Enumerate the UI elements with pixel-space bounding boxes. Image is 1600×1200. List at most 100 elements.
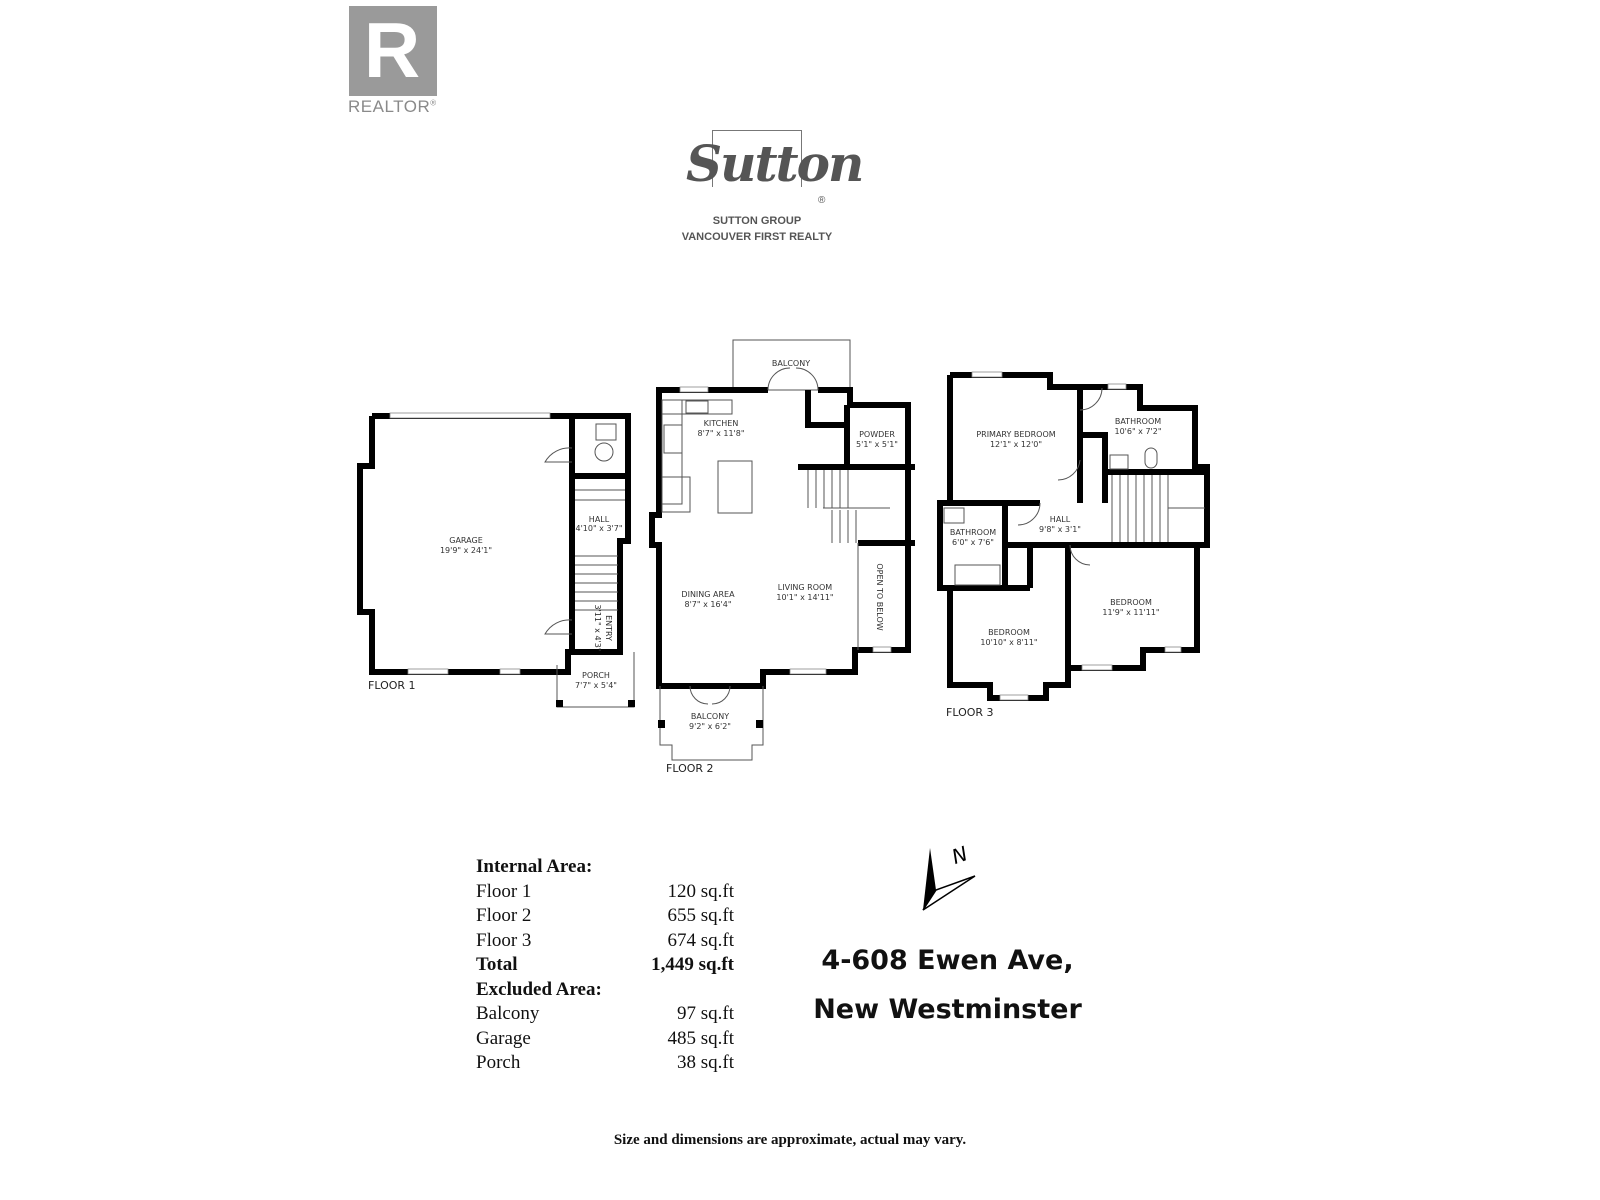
address-line-2: New Westminster xyxy=(813,994,1082,1025)
disclaimer: Size and dimensions are approximate, act… xyxy=(613,1132,967,1148)
realtor-wordmark: REALTOR® xyxy=(348,97,437,117)
sutton-logo-frame xyxy=(712,130,802,187)
realtor-reg: ® xyxy=(430,98,437,108)
closet-wall xyxy=(1080,432,1108,503)
area-label: Floor 2 xyxy=(476,905,532,926)
room-name: ENTRY xyxy=(604,615,613,641)
kitchen-counter xyxy=(661,399,683,505)
window xyxy=(679,386,709,393)
bathtub xyxy=(954,564,1001,586)
area-row: Balcony 97 sq.ft xyxy=(476,1002,734,1027)
north-letter: N xyxy=(949,841,971,869)
room-name: KITCHEN xyxy=(704,419,739,428)
garage-door xyxy=(389,412,551,419)
total-row: Total 1,449 sq.ft xyxy=(476,953,734,978)
room-dims: 9'2" x 6'2" xyxy=(689,722,731,731)
floor-1-stairs xyxy=(575,489,625,611)
room-name: BALCONY xyxy=(691,712,729,721)
area-label: Porch xyxy=(476,1052,521,1073)
room-name: GARAGE xyxy=(449,536,483,545)
furnace-icon xyxy=(595,423,617,441)
area-label: Balcony xyxy=(476,1003,540,1024)
room-dims: 4'10" x 3'7" xyxy=(575,524,622,533)
room-name: BEDROOM xyxy=(988,628,1030,637)
realtor-text: REALTOR xyxy=(348,97,431,116)
room-name: BATHROOM xyxy=(950,528,996,537)
toilet-icon xyxy=(1144,447,1158,469)
floor-3-plan: PRIMARY BEDROOM 12'1" x 12'0" BATHROOM 1… xyxy=(937,371,1210,719)
window xyxy=(971,371,1003,378)
realtor-logo-letter: R xyxy=(363,6,421,94)
room-dims: 5'1" x 5'1" xyxy=(856,440,898,449)
area-value: 97 sq.ft xyxy=(677,1003,734,1024)
door-swing-icon xyxy=(767,367,819,391)
floor-plans: GARAGE 19'9" x 24'1" HALL 4'10" x 3'7" E… xyxy=(357,339,1210,775)
room-name: POWDER xyxy=(859,430,895,439)
door-swing-icon xyxy=(544,447,573,463)
room-name: OPEN TO BELOW xyxy=(875,563,884,630)
closet-wall xyxy=(805,390,850,428)
area-value: 120 sq.ft xyxy=(667,880,735,902)
room-dims: 10'6" x 7'2" xyxy=(1114,427,1161,436)
door-swing-icon xyxy=(544,619,573,635)
kitchen-island xyxy=(717,460,753,514)
window xyxy=(1081,664,1113,671)
room-dims: 19'9" x 24'1" xyxy=(440,546,492,555)
room-dims: 8'7" x 11'8" xyxy=(697,429,744,438)
window xyxy=(499,668,521,675)
floor-2-outer-wall xyxy=(649,387,911,689)
porch-outline xyxy=(556,652,635,708)
floor-3-stairs xyxy=(1111,475,1205,542)
room-name: HALL xyxy=(589,515,610,524)
room-dims: 6'0" x 7'6" xyxy=(952,538,994,547)
area-label: Floor 1 xyxy=(476,880,532,902)
sink-icon xyxy=(943,507,965,524)
excluded-area-title: Excluded Area: xyxy=(476,978,602,1000)
total-label: Total xyxy=(476,954,518,975)
room-name: BEDROOM xyxy=(1110,598,1152,607)
room-name: PRIMARY BEDROOM xyxy=(976,430,1055,439)
room-name: LIVING ROOM xyxy=(778,583,833,592)
window xyxy=(789,668,827,675)
room-dims: 10'10" x 8'11" xyxy=(980,638,1037,647)
floor-1-outer-wall xyxy=(357,413,631,675)
room-name: PORCH xyxy=(582,671,610,680)
total-value: 1,449 sq.ft xyxy=(651,954,734,975)
fridge xyxy=(661,476,691,513)
floor-3-label: FLOOR 3 xyxy=(946,706,994,719)
room-dims: 9'8" x 3'1" xyxy=(1039,525,1081,534)
sutton-logo-word: Sutton xyxy=(686,134,864,193)
sutton-reg: ® xyxy=(818,195,826,206)
kitchen-counter xyxy=(661,399,733,415)
area-label: Garage xyxy=(476,1027,531,1049)
window xyxy=(999,694,1029,701)
room-name: BALCONY xyxy=(772,359,810,368)
area-row: Floor 2 655 sq.ft xyxy=(476,904,734,929)
room-name: DINING AREA xyxy=(681,590,735,599)
balcony-outline xyxy=(659,686,764,761)
balcony-outline xyxy=(732,339,851,391)
sutton-group-line: SUTTON GROUP xyxy=(712,215,802,227)
window xyxy=(407,668,449,675)
room-dims: 7'7" x 5'4" xyxy=(575,681,617,690)
floor-2-plan: BALCONY KITCHEN 8'7" x 11'8" POWDER 5'1"… xyxy=(649,339,915,775)
room-dims: 12'1" x 12'0" xyxy=(990,440,1042,449)
door-swing-icon xyxy=(1017,502,1091,566)
area-row: Garage 485 sq.ft xyxy=(476,1027,734,1052)
window xyxy=(872,646,892,653)
area-value: 655 sq.ft xyxy=(667,905,735,926)
window xyxy=(1107,383,1127,390)
sink-icon xyxy=(1109,454,1129,470)
area-value: 485 sq.ft xyxy=(667,1027,735,1049)
window xyxy=(1164,646,1182,653)
room-dims: 3'11" x 4'3" xyxy=(593,604,602,651)
room-dims: 11'9" x 11'11" xyxy=(1102,608,1159,617)
floor-1-plan: GARAGE 19'9" x 24'1" HALL 4'10" x 3'7" E… xyxy=(357,412,635,708)
stove-icon xyxy=(663,424,683,454)
room-name: BATHROOM xyxy=(1115,417,1161,426)
area-label: Floor 3 xyxy=(476,929,532,951)
north-arrow-icon: N xyxy=(922,841,976,911)
